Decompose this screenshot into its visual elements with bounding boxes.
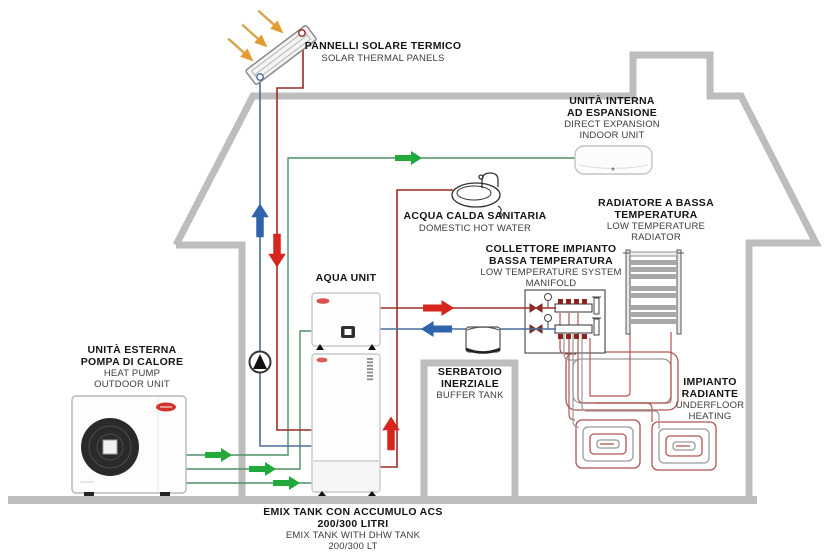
label-line: PANNELLI SOLARE TERMICO [304,40,462,52]
label-line: BUFFER TANK [436,390,504,401]
label-line: 200/300 LITRI [317,517,389,530]
sun-rays-icon [227,9,284,62]
label-line: 200/300 LT [328,541,378,552]
label-line: LOW TEMPERATURE [606,221,706,232]
label-line: INDOOR UNIT [579,130,645,141]
aqua-unit-tank-icon [311,292,381,496]
solar-panel-icon [245,24,317,86]
sink-icon [451,172,503,217]
label-line: DIRECT EXPANSION [564,119,660,130]
arrow-refrigerant-indoor [395,151,422,165]
arrow-refrigerant-2 [249,462,276,476]
label-domestic-hot-water: ACQUA CALDA SANITARIA DOMESTIC HOT WATER [403,210,547,234]
label-line: AD ESPANSIONE [566,106,658,119]
label-line: LOW TEMPERATURE SYSTEM [480,267,622,278]
arrow-heating-return [420,320,452,338]
label-line: HEAT PUMP [103,368,161,379]
arrow-solar-hot-down [268,233,286,268]
arrow-heating-flow [423,299,455,317]
circulation-pump-icon [248,350,272,374]
label-line: UNITÀ INTERNA [569,95,655,107]
label-indoor-unit: UNITÀ INTERNA AD ESPANSIONE DIRECT EXPAN… [564,95,660,141]
house-outline [172,51,822,498]
label-line: EMIX TANK CON ACCUMULO ACS [263,506,443,518]
indoor-unit-icon [574,145,653,175]
label-line: OUTDOOR UNIT [94,379,170,390]
label-line: HEATING [688,411,732,422]
label-buffer-tank: SERBATOIO INERZIALE BUFFER TANK [436,366,504,401]
label-line: BASSA TEMPERATURA [488,254,614,267]
label-line: IMPIANTO [683,376,737,388]
label-radiator: RADIATORE A BASSA TEMPERATURA LOW TEMPER… [598,197,714,243]
label-aqua-unit: AQUA UNIT [315,272,377,285]
label-emix-tank: EMIX TANK CON ACCUMULO ACS 200/300 LITRI… [263,506,443,552]
label-line: EMIX TANK WITH DHW TANK [285,530,421,541]
label-line: POMPA DI CALORE [80,355,184,368]
label-line: SERBATOIO [437,366,503,378]
label-line: INERZIALE [440,377,500,390]
label-line: MANIFOLD [525,278,577,289]
interior-wall [420,359,519,497]
buffer-tank-icon [465,326,501,354]
label-underfloor: IMPIANTO RADIANTE UNDERFLOOR HEATING [675,376,745,422]
label-line: COLLETTORE IMPIANTO [485,243,617,255]
label-line: AQUA UNIT [315,272,377,284]
pipe-refrigerant-tank-1 [182,330,316,470]
arrow-refrigerant-1 [205,448,232,462]
label-line: DOMESTIC HOT WATER [418,222,532,234]
label-solar-panels: PANNELLI SOLARE TERMICO SOLAR THERMAL PA… [304,40,462,64]
radiator-icon [623,249,684,335]
pipe-solar-cold [259,77,316,447]
label-line: RADIANTE [681,387,739,400]
outdoor-unit-icon [71,395,187,496]
label-line: UNDERFLOOR [675,400,745,411]
arrow-refrigerant-3 [273,476,300,490]
label-outdoor-unit: UNITÀ ESTERNA POMPA DI CALORE HEAT PUMP … [80,344,184,390]
brand-logo [316,298,330,304]
label-line: RADIATORE A BASSA [598,197,714,209]
label-line: SOLAR THERMAL PANELS [321,52,445,64]
arrow-solar-cold-up [251,203,269,238]
label-line: UNITÀ ESTERNA [87,344,177,356]
label-manifold: COLLETTORE IMPIANTO BASSA TEMPERATURA LO… [480,243,622,289]
pipe-refrigerant-indoor [182,157,576,456]
pipe-solar-hot [276,34,316,431]
ground-line [8,496,757,504]
label-line: ACQUA CALDA SANITARIA [403,210,547,222]
label-line: RADIATOR [631,232,681,243]
label-line: TEMPERATURA [614,208,698,221]
